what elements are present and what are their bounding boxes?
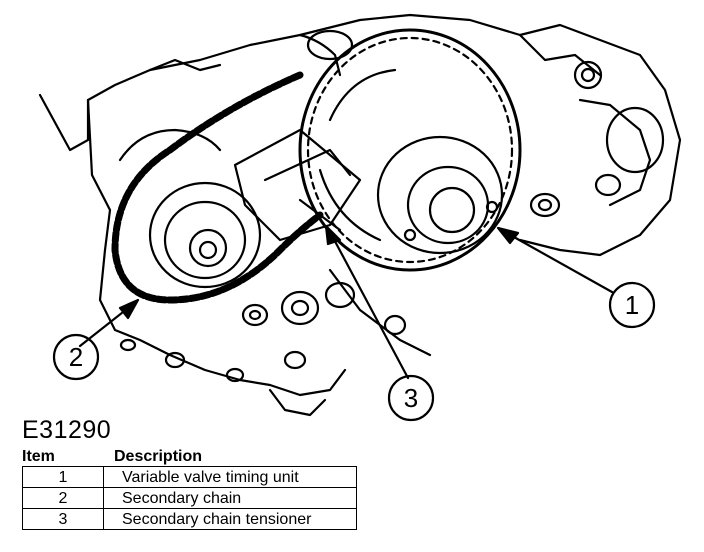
legend-item-number: 3 (22, 508, 104, 530)
cylinder-head-outline (38, 13, 682, 257)
secondary-chain (111, 71, 324, 304)
legend-item-number: 1 (22, 466, 104, 488)
callout-1: 1 (625, 290, 639, 320)
legend-table: 1 Variable valve timing unit 2 Secondary… (22, 466, 357, 530)
exhaust-sprocket (148, 181, 262, 289)
legend-header-item: Item (22, 448, 55, 465)
legend-item-number: 2 (22, 487, 104, 509)
legend-item-description: Secondary chain tensioner (103, 508, 357, 530)
callout-3: 3 (404, 383, 418, 413)
vvt-sprocket (298, 28, 522, 272)
table-row: 3 Secondary chain tensioner (22, 508, 357, 530)
legend-item-description: Variable valve timing unit (103, 466, 357, 488)
table-row: 1 Variable valve timing unit (22, 466, 357, 488)
legend-item-description: Secondary chain (103, 487, 357, 509)
callout-2: 2 (69, 342, 83, 372)
table-row: 2 Secondary chain (22, 487, 357, 509)
figure-id: E31290 (22, 416, 112, 444)
legend-header-description: Description (114, 448, 203, 465)
chain-tensioner (233, 128, 362, 242)
